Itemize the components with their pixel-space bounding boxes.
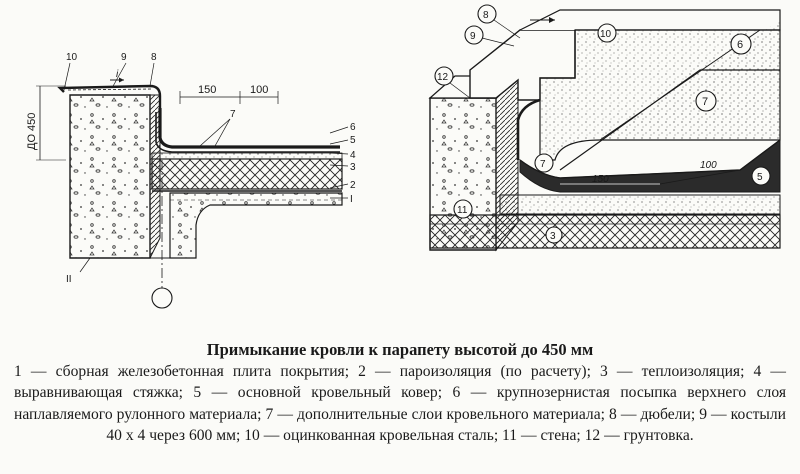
left-dim-100: 100 (250, 84, 268, 96)
right-label-10: 10 (600, 29, 612, 40)
right-label-6: 6 (737, 39, 743, 51)
left-height-dimension: ДО 450 (26, 113, 38, 150)
left-label-8: 8 (151, 52, 157, 63)
left-label-10: 10 (66, 52, 78, 63)
right-label-11: 11 (457, 205, 468, 216)
right-dim-150: 150 (592, 174, 609, 185)
left-section-drawing: i ДО 450 150 100 (26, 52, 356, 309)
right-label-5: 5 (757, 172, 763, 183)
left-label-1: I (350, 194, 353, 205)
figure-caption-legend: 1 — сборная железобетонная плита покрыти… (14, 363, 786, 445)
right-axonometric-drawing: 150 100 8 9 10 6 12 7 7 5 11 3 (428, 4, 781, 252)
left-label-5: 5 (350, 135, 356, 146)
left-label-11: II (66, 274, 72, 285)
left-label-3: 3 (350, 162, 356, 173)
right-label-12: 12 (437, 72, 449, 83)
figure-caption-title: Примыкание кровли к парапету высотой до … (206, 340, 594, 359)
left-label-9: 9 (121, 52, 127, 63)
left-label-7: 7 (230, 109, 236, 120)
left-label-4: 4 (350, 150, 356, 161)
right-label-3: 3 (550, 231, 556, 242)
svg-text:i: i (116, 69, 119, 80)
right-dim-100: 100 (700, 160, 717, 171)
left-label-6: 6 (350, 122, 356, 133)
right-label-7-bottom: 7 (540, 159, 546, 170)
right-label-9: 9 (470, 31, 476, 42)
roof-parapet-diagram: i ДО 450 150 100 (26, 4, 781, 309)
left-dim-150: 150 (198, 84, 216, 96)
left-label-2: 2 (350, 180, 356, 191)
right-label-8: 8 (483, 10, 489, 21)
right-label-7-top: 7 (702, 96, 708, 108)
